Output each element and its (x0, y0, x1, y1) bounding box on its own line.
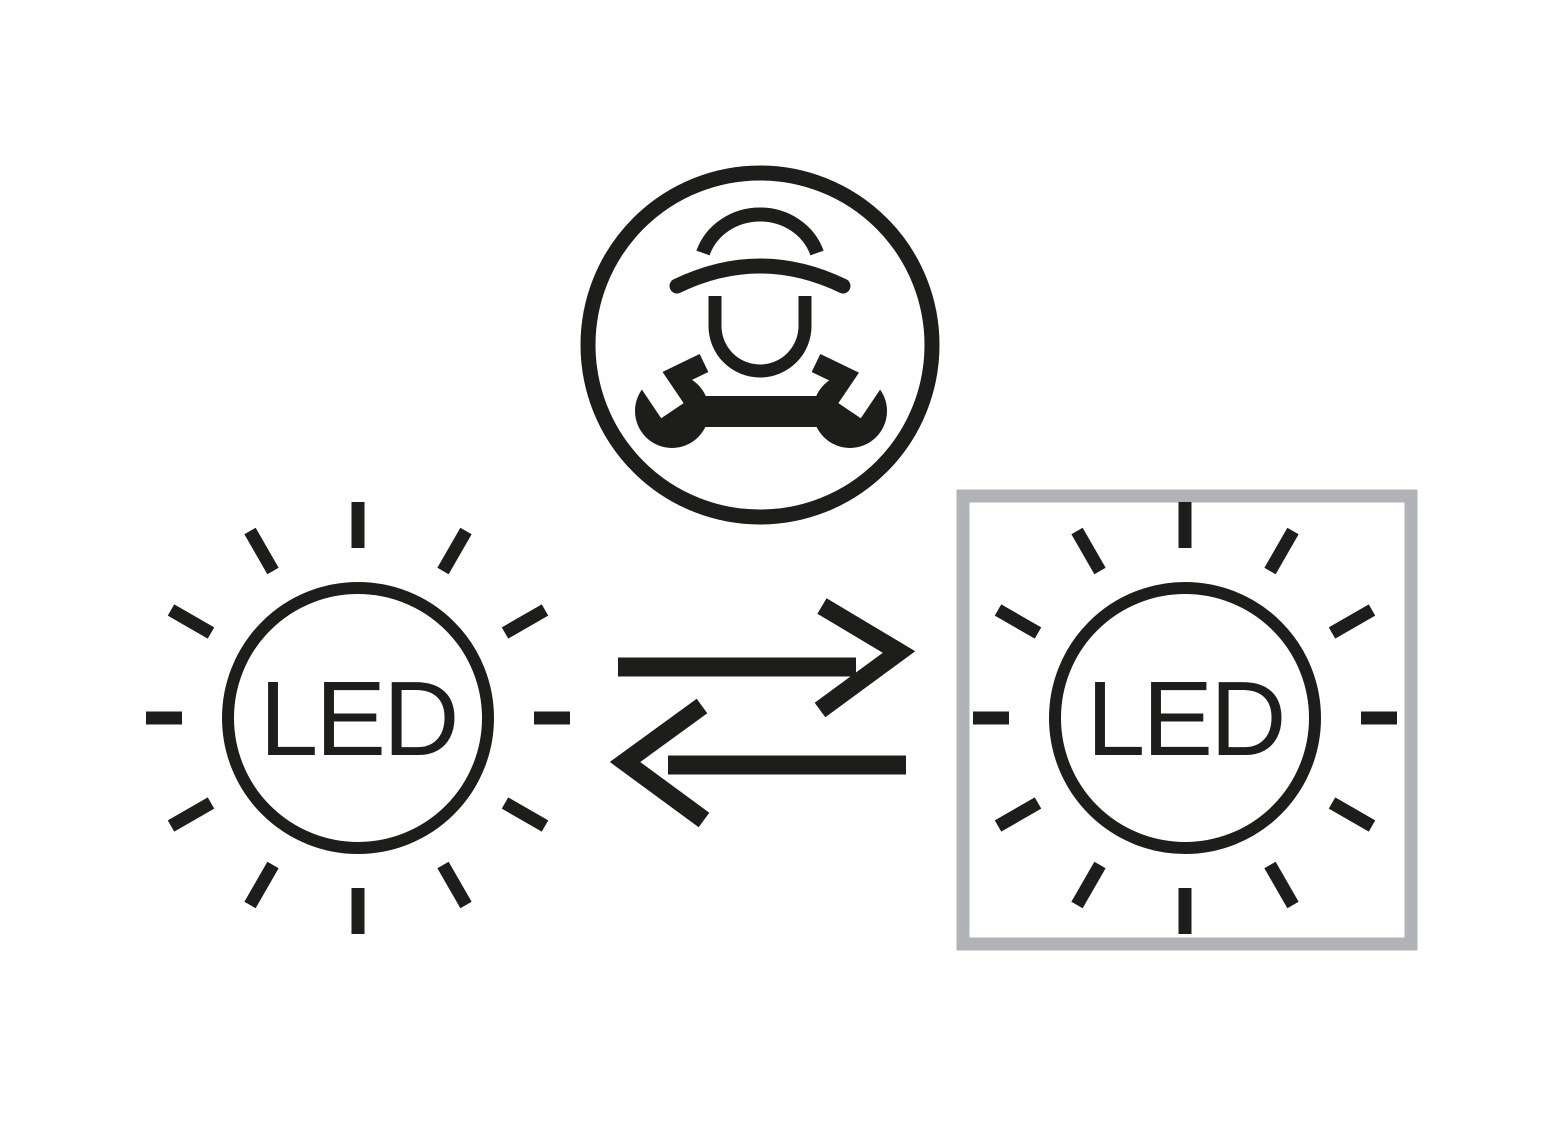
led-symbol-replacement: LED (956, 489, 1418, 951)
wrench-left-notch (631, 359, 684, 419)
led-rays (146, 502, 570, 934)
technician-icon (641, 207, 879, 401)
led-symbol-source: LED (146, 502, 570, 934)
led-circle (222, 582, 494, 854)
cap-brim (669, 258, 851, 294)
face-outline (708, 296, 812, 378)
technician-badge (580, 165, 940, 525)
led-label: LED (259, 660, 456, 778)
replacement-frame (956, 489, 1418, 951)
technician-badge-circle (580, 165, 940, 525)
led-label: LED (1086, 660, 1283, 778)
arrow-left (609, 698, 906, 828)
led-circle (1049, 582, 1321, 854)
led-rays (973, 502, 1397, 934)
cap-crown (696, 207, 824, 256)
exchange-arrows-icon (609, 598, 916, 828)
wrench-icon (631, 359, 891, 448)
wrench-bar (672, 396, 850, 427)
wrench-right-notch (838, 359, 891, 419)
arrow-right (618, 598, 916, 718)
